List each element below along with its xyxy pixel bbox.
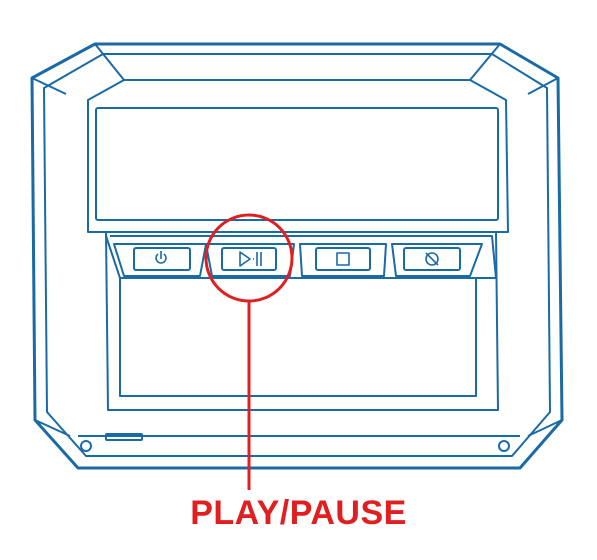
right-foot: [498, 440, 510, 452]
power-button[interactable]: [113, 243, 207, 277]
base-slot: [105, 433, 143, 441]
play-pause-callout: [204, 213, 294, 490]
callout-label: PLAY/PAUSE: [190, 494, 407, 532]
play-pause-icon: [239, 251, 262, 267]
no-signal-icon: [425, 252, 439, 266]
stop-icon: [336, 252, 350, 266]
device-body: [30, 42, 564, 470]
stop-button-face: [315, 247, 371, 271]
left-foot: [80, 440, 92, 452]
stop-button[interactable]: [299, 243, 387, 277]
no-signal-button[interactable]: [391, 243, 483, 277]
display-screen: [95, 107, 499, 221]
power-icon: [155, 251, 167, 264]
play-pause-button[interactable]: [205, 243, 295, 277]
